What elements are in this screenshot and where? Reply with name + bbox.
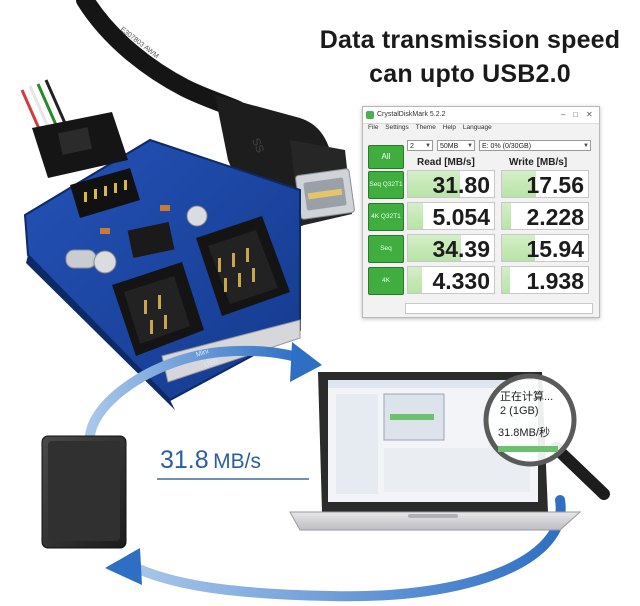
drive-value: E: 0% (0/30GB) [482,143,532,150]
chevron-down-icon: ▼ [467,143,473,149]
headline-line-2: can upto USB2.0 [369,60,571,88]
write-bar [502,267,510,293]
row-label-seq[interactable]: Seq [368,235,404,263]
test-size-value: 50MB [440,143,459,150]
write-text: 1.938 [526,268,584,294]
magnifier-line-3: 31.8MB/秒 [498,427,550,439]
transfer-speed-unit: MB/s [213,450,261,473]
chevron-down-icon: ▼ [583,143,589,149]
test-count-value: 2 [410,143,414,150]
hard-drive-icon [41,435,127,549]
write-value: 2.228 [501,202,589,230]
menu-language[interactable]: Language [462,124,492,131]
write-header: Write [MB/s] [509,157,568,168]
write-bar [502,171,537,197]
read-text: 5.054 [432,204,490,230]
usb-header-board [20,79,301,410]
write-text: 2.228 [526,204,584,230]
read-value: 31.80 [407,170,495,198]
menu-settings[interactable]: Settings [385,124,409,131]
app-icon [366,111,374,119]
chevron-down-icon: ▼ [425,143,431,149]
write-text: 17.56 [526,172,584,198]
crystaldiskmark-window: CrystalDiskMark 5.2.2 – □ ✕ File Setting… [362,106,600,318]
maximize-icon[interactable]: □ [573,110,578,119]
close-icon[interactable]: ✕ [586,110,593,119]
read-text: 4.330 [432,268,490,294]
read-bar [408,203,424,229]
write-value: 15.94 [501,234,589,262]
transfer-arrows [84,342,566,602]
write-bar [502,235,535,261]
magnifier-line-2: 2 (1GB) [500,405,539,417]
svg-text:SS: SS [249,137,266,155]
minimize-icon[interactable]: – [561,110,566,119]
row-label-4k-q32t1[interactable]: 4K Q32T1 [368,203,404,231]
write-bar [502,203,511,229]
write-text: 15.94 [526,236,584,262]
transfer-speed-label: 31.8 MB/s [160,446,261,475]
drive-select[interactable]: E: 0% (0/30GB) ▼ [479,140,591,151]
magnifier-line-1: 正在计算... [500,391,554,403]
speed-underline [157,478,309,480]
all-button[interactable]: All [368,145,404,169]
read-text: 34.39 [432,236,490,262]
row-label-4k[interactable]: 4K [368,267,404,295]
read-text: 31.80 [432,172,490,198]
row-label-seq-q32t1[interactable]: Seq Q32T1 [368,171,404,199]
menu-help[interactable]: Help [442,124,457,131]
window-titlebar: CrystalDiskMark 5.2.2 – □ ✕ [363,107,599,124]
window-title: CrystalDiskMark 5.2.2 [377,111,446,118]
menu-bar: File Settings Theme Help Language [363,124,599,136]
read-value: 4.330 [407,266,495,294]
menu-file[interactable]: File [368,124,379,131]
write-value: 17.56 [501,170,589,198]
read-value: 34.39 [407,234,495,262]
transfer-speed-value: 31.8 [160,446,209,474]
read-value: 5.054 [407,202,495,230]
comment-field[interactable] [405,303,593,314]
menu-theme[interactable]: Theme [415,124,436,131]
magnifier-icon [483,373,610,500]
read-bar [408,171,460,197]
read-header: Read [MB/s] [417,157,475,168]
write-value: 1.938 [501,266,589,294]
read-bar [408,235,462,261]
test-size-select[interactable]: 50MB ▼ [437,140,475,151]
test-count-select[interactable]: 2 ▼ [407,140,433,151]
read-bar [408,267,422,293]
headline-line-1: Data transmission speed [319,26,621,54]
